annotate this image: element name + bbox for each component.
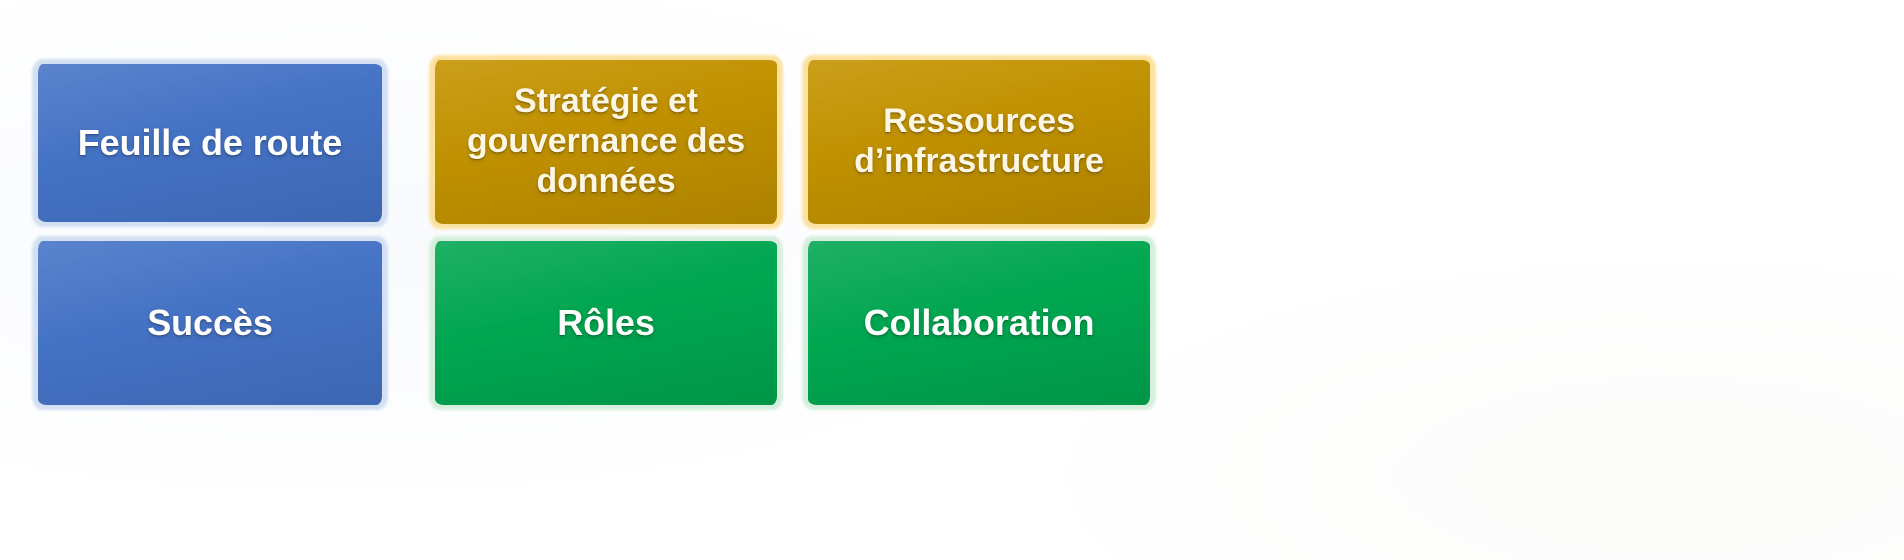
diagram-box-label: Rôles: [557, 301, 655, 343]
diagram-box-strategie-gouvernance-donnees[interactable]: Stratégie et gouvernance des données: [429, 55, 783, 229]
diagram-box-ressources-infrastructure[interactable]: Ressources d’infrastructure: [802, 55, 1156, 229]
diagram-box-feuille-de-route[interactable]: Feuille de route: [32, 59, 388, 227]
diagram-box-label: Succès: [147, 301, 273, 343]
diagram-box-label: Stratégie et gouvernance des données: [466, 82, 746, 200]
diagram-box-succes[interactable]: Succès: [32, 236, 388, 410]
diagram-box-label: Collaboration: [863, 301, 1095, 343]
diagram-box-label: Feuille de route: [77, 121, 343, 163]
diagram-box-collaboration[interactable]: Collaboration: [802, 236, 1156, 410]
diagram-box-roles[interactable]: Rôles: [429, 236, 783, 410]
diagram-box-label: Ressources d’infrastructure: [854, 102, 1104, 180]
